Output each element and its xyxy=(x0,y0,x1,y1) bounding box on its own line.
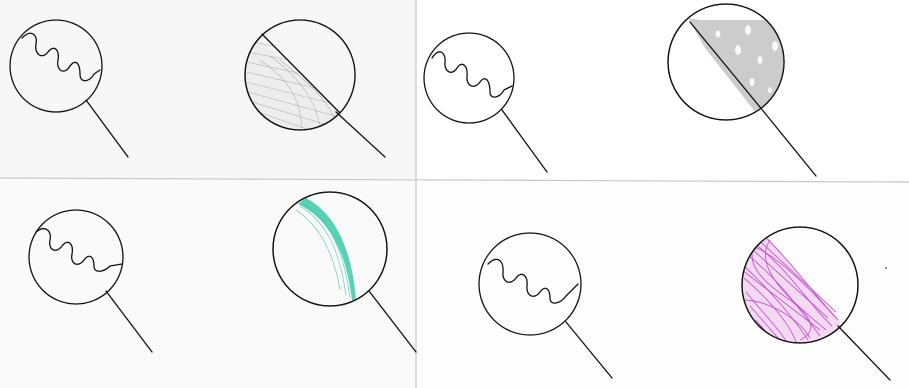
stray-dot xyxy=(885,267,887,269)
panel-bottom-right-bg xyxy=(416,182,909,388)
